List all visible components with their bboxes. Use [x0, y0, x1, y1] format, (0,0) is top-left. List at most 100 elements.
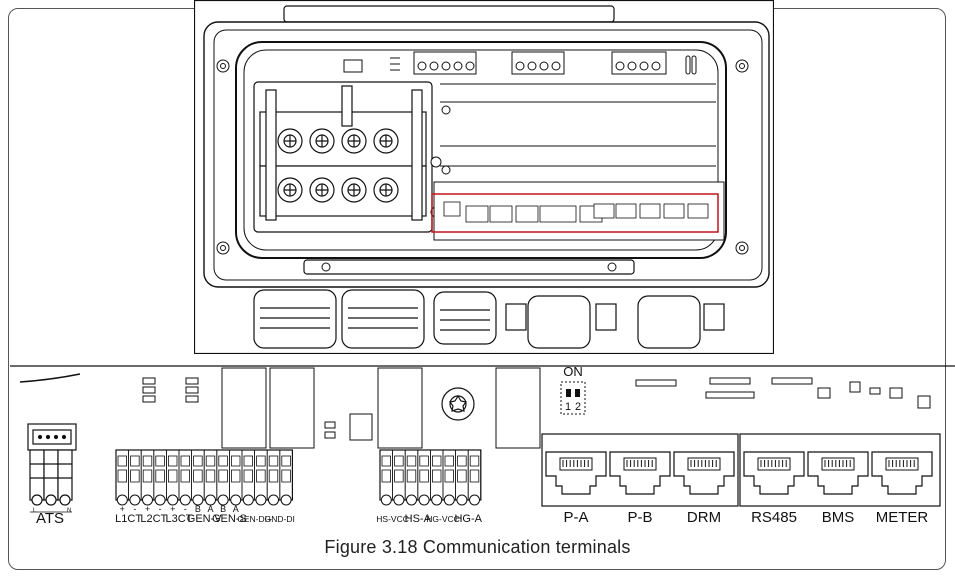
terminal-hole: [380, 494, 392, 506]
terminal-polarity-label: +: [145, 504, 150, 514]
terminal-body: [431, 469, 442, 483]
mounting-screw-icon: [441, 387, 475, 421]
rj45-port-label: P-B: [627, 509, 652, 526]
rj45-port-p-a[interactable]: P-A: [545, 451, 607, 526]
terminal-polarity-label: B: [220, 504, 226, 514]
dip-switch-on-label: ON: [563, 364, 583, 379]
terminal-body: [394, 469, 404, 483]
terminal-polarity-label: A: [233, 504, 239, 514]
terminal-hole: [217, 494, 229, 506]
terminal-lever: [444, 455, 455, 467]
terminal-polarity-label: -: [159, 504, 162, 514]
terminal-body: [230, 469, 241, 483]
terminal-lever: [381, 455, 392, 467]
terminal-body: [180, 469, 191, 483]
terminal-hole: [431, 494, 443, 506]
terminal-lever: [167, 455, 178, 467]
terminal-hole: [393, 494, 405, 506]
figure-caption: Figure 3.18 Communication terminals: [324, 537, 631, 557]
terminal-hole: [469, 494, 480, 506]
housing-screws: [216, 59, 749, 255]
terminal-lever: [193, 455, 203, 467]
terminal-body: [205, 469, 216, 483]
rj45-port-label: BMS: [822, 509, 855, 526]
terminal-body: [469, 469, 480, 483]
dip-switch-number-1: 1: [565, 401, 571, 413]
terminal-lever: [406, 455, 417, 467]
rj45-port-label: RS485: [751, 509, 797, 526]
terminal-body: [381, 469, 392, 483]
cable-glands: [253, 289, 725, 349]
terminal-lever: [256, 455, 266, 467]
terminal-polarity-label: +: [120, 504, 125, 514]
highlighted-region: [431, 193, 719, 233]
rj45-port-bms[interactable]: BMS: [807, 451, 869, 526]
top-terminal-blocks: [343, 51, 697, 75]
rj45-port-meter[interactable]: METER: [871, 451, 933, 526]
terminal-lever: [180, 455, 191, 467]
rj45-port-label: P-A: [563, 509, 588, 526]
terminal-hole: [116, 494, 128, 506]
terminal-lever: [394, 455, 404, 467]
terminal-hole: [280, 494, 292, 506]
terminal-group-label: HG-A: [454, 513, 482, 525]
terminal-lever: [469, 455, 480, 467]
terminal-body: [142, 469, 153, 483]
terminal-body: [130, 469, 140, 483]
terminal-body: [243, 469, 254, 483]
terminal-hole: [406, 494, 417, 506]
terminal-group-label: HS-A: [405, 513, 432, 525]
terminal-body: [419, 469, 429, 483]
terminal-lever: [117, 455, 128, 467]
terminal-hole: [230, 494, 242, 506]
terminal-hole: [443, 494, 455, 506]
terminal-hole: [167, 494, 179, 506]
terminal-lever: [230, 455, 241, 467]
pcb-terminals-mini: [443, 201, 709, 223]
terminal-hole: [179, 494, 191, 506]
terminal-polarity-label: -: [133, 504, 136, 514]
terminal-body: [457, 469, 467, 483]
terminal-body: [167, 469, 178, 483]
terminal-lever: [457, 455, 467, 467]
rj45-port-p-b[interactable]: P-B: [609, 451, 671, 526]
terminal-hole: [255, 494, 267, 506]
terminal-polarity-label: -: [184, 504, 187, 514]
terminal-body: [281, 469, 291, 483]
terminal-hole: [268, 494, 279, 506]
ats-pin-l: L: [33, 508, 37, 514]
terminal-lever: [431, 455, 442, 467]
terminal-group-label: HG-VCC: [426, 514, 460, 524]
terminal-polarity-label: A: [207, 504, 213, 514]
terminal-group-label: GEN-S: [212, 513, 247, 525]
terminal-lever: [419, 455, 429, 467]
terminal-body: [117, 469, 128, 483]
board-components: [142, 367, 931, 449]
terminal-hole: [456, 494, 468, 506]
inverter-wiring-box-drawing: [194, 0, 774, 354]
terminal-hole: [242, 494, 254, 506]
terminal-hole: [142, 494, 153, 506]
terminal-group-label: HS-VCC: [376, 514, 409, 524]
dip-switch-number-2: 2: [575, 401, 581, 413]
ats-pin-n: N: [67, 508, 71, 514]
rj45-port-rs485[interactable]: RS485: [743, 451, 805, 526]
rj45-port-drm[interactable]: DRM: [673, 451, 735, 526]
dip-switch[interactable]: ON 1 2: [560, 364, 586, 415]
ac-busbar-assembly: [253, 81, 433, 233]
ats-label: ATS: [36, 510, 64, 527]
terminal-body: [218, 469, 228, 483]
terminal-hole: [205, 494, 216, 506]
ats-connector[interactable]: [27, 423, 77, 506]
terminal-hole: [418, 494, 430, 506]
terminal-lever: [243, 455, 254, 467]
terminal-lever: [155, 455, 165, 467]
terminal-body: [155, 469, 165, 483]
rj45-port-label: METER: [876, 509, 929, 526]
terminal-lever: [218, 455, 228, 467]
terminal-body: [444, 469, 455, 483]
terminal-hole: [154, 494, 166, 506]
terminal-group-label: L2CT: [140, 513, 167, 525]
